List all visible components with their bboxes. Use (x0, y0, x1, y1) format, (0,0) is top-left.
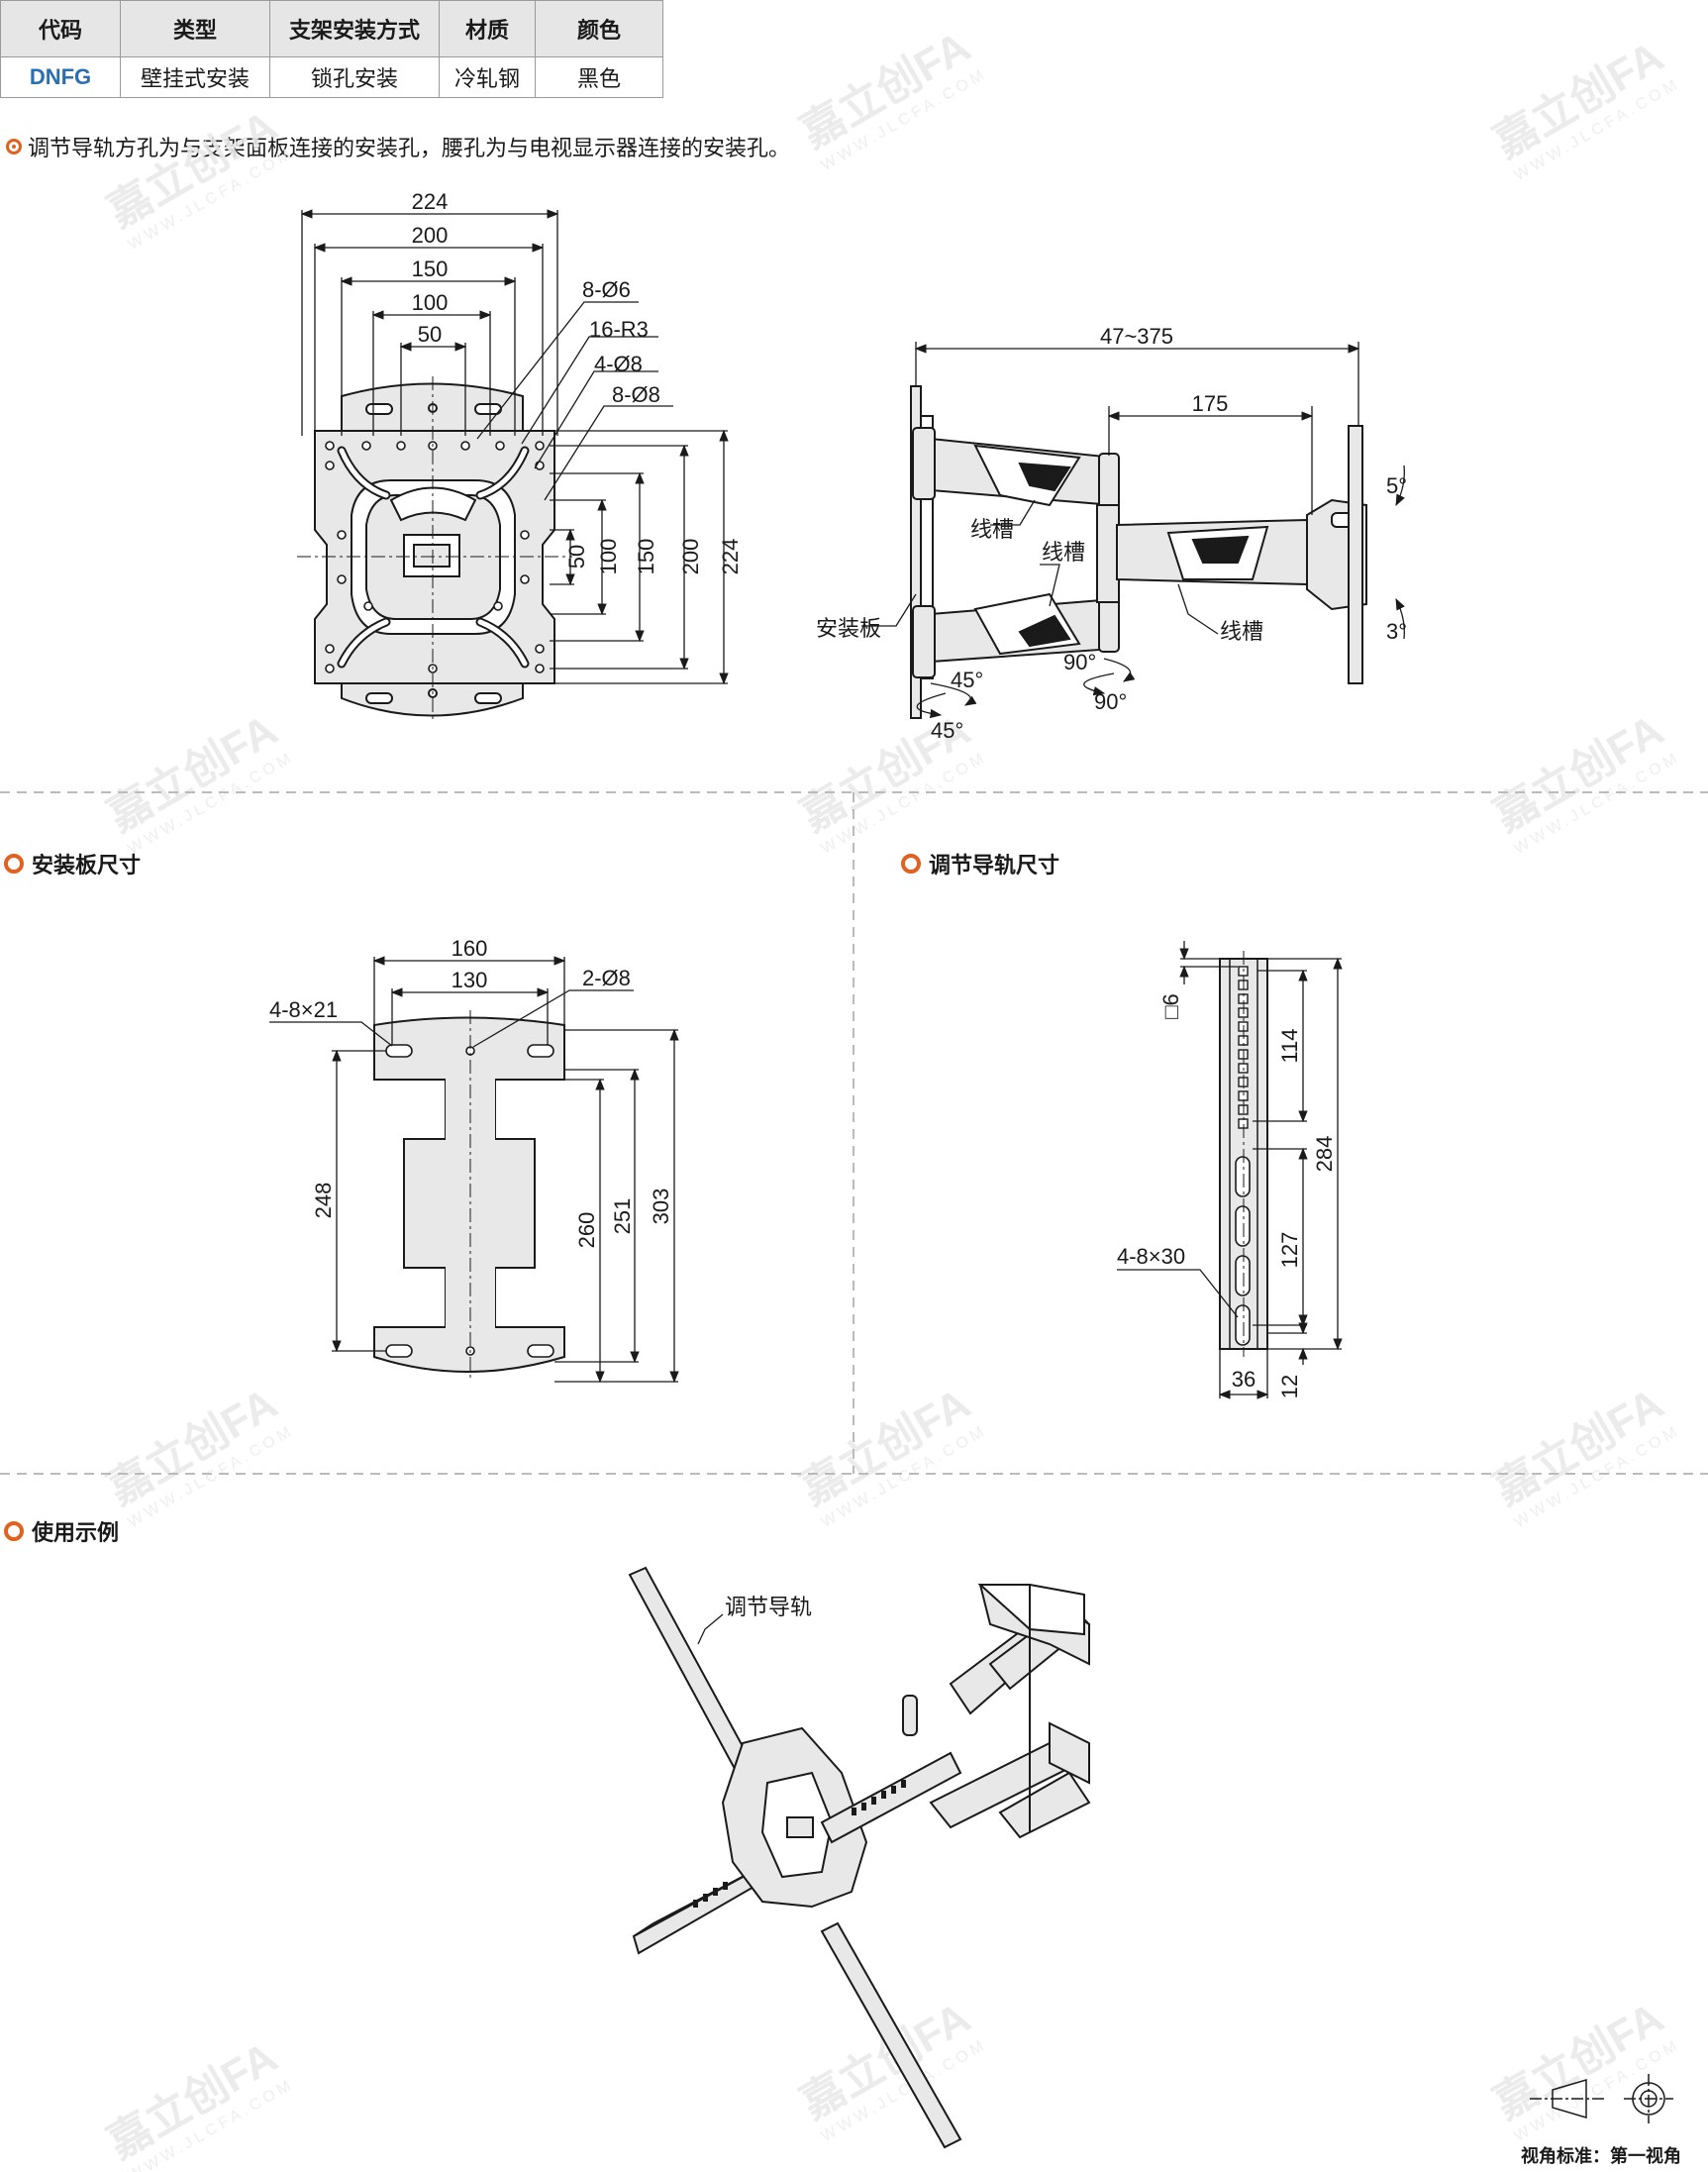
dim-224: 224 (412, 189, 449, 214)
install-note: 调节导轨方孔为与支架面板连接的安装孔，腰孔为与电视显示器连接的安装孔。 (6, 131, 790, 162)
dim-47-375: 47~375 (1100, 324, 1173, 349)
spec-table: 代码 类型 支架安装方式 材质 颜色 DNFG 壁挂式安装 锁孔安装 冷轧钢 黑… (0, 0, 663, 98)
front-view (297, 376, 572, 723)
section-usage: 使用示例 (4, 1515, 119, 1547)
header-color: 颜色 (535, 0, 663, 57)
bullet-icon (4, 1521, 24, 1541)
cell-material: 冷轧钢 (439, 56, 536, 98)
section-usage-title: 使用示例 (32, 1520, 120, 1545)
rail-view (1219, 951, 1268, 1357)
dim-v-150: 150 (634, 539, 658, 575)
callout-8-d8: 8-Ø8 (612, 382, 660, 407)
section-rail: 调节导轨尺寸 (901, 848, 1059, 879)
view-standard: 视角标准：第一视角 (1521, 2146, 1681, 2166)
front-view-labels: 224 200 150 100 50 50 100 150 200 224 8-… (412, 189, 743, 574)
front-view-dims (300, 209, 729, 685)
swivel-angle-3: 90° (1063, 650, 1096, 674)
plate-view (373, 1010, 565, 1382)
label-mount-plate: 安装板 (816, 616, 881, 641)
section-mount-plate-title: 安装板尺寸 (32, 853, 142, 878)
usage-view-labels: 调节导轨 (697, 1595, 812, 1645)
rail-view-dims (1117, 941, 1343, 1399)
dim-260: 260 (574, 1212, 599, 1249)
dim-175: 175 (1192, 391, 1229, 416)
plate-view-dims (269, 956, 679, 1384)
cell-code: DNFG (0, 56, 121, 98)
label-cable-groove-1: 线槽 (970, 517, 1014, 542)
dim-200: 200 (412, 223, 449, 248)
callout-16-r3: 16-R3 (589, 317, 649, 342)
callout-4-8x21: 4-8×21 (269, 997, 338, 1022)
dim-284: 284 (1312, 1136, 1337, 1173)
cell-install: 锁孔安装 (269, 56, 440, 98)
tilt-down-angle: 3° (1386, 619, 1407, 644)
label-cable-groove-3: 线槽 (1220, 619, 1263, 644)
usage-view (628, 1566, 1091, 2149)
dim-130: 130 (452, 968, 488, 992)
dim-114: 114 (1277, 1028, 1302, 1063)
dim-v-224: 224 (718, 539, 743, 575)
section-mount-plate: 安装板尺寸 (4, 848, 141, 879)
note-text: 调节导轨方孔为与支架面板连接的安装孔，腰孔为与电视显示器连接的安装孔。 (28, 136, 791, 160)
side-view (910, 385, 1367, 719)
tilt-up-angle: 5° (1386, 473, 1407, 498)
side-view-dims (861, 342, 1405, 719)
label-adjust-rail: 调节导轨 (725, 1595, 812, 1619)
side-view-labels: 47~375 175 5° 3° 45° 45° 90° 90° 线槽 线槽 线… (816, 324, 1407, 743)
first-angle-projection-icon (1530, 2074, 1673, 2123)
dim-251: 251 (610, 1198, 635, 1235)
dim-150: 150 (412, 257, 449, 281)
header-material: 材质 (439, 0, 536, 57)
rail-slots (1235, 1156, 1251, 1346)
dim-v-50: 50 (564, 545, 589, 569)
dim-12: 12 (1277, 1375, 1302, 1398)
callout-8-d6: 8-Ø6 (582, 277, 631, 302)
dim-248: 248 (311, 1183, 336, 1219)
section-rail-title: 调节导轨尺寸 (929, 853, 1060, 878)
label-cable-groove-2: 线槽 (1042, 540, 1085, 565)
swivel-angle-1: 45° (951, 668, 983, 692)
swivel-angle-2: 45° (931, 718, 963, 743)
square-hole-size: □6 (1158, 993, 1183, 1019)
dim-36: 36 (1232, 1367, 1256, 1392)
dim-v-200: 200 (678, 539, 703, 575)
swivel-angle-4: 90° (1094, 689, 1127, 714)
bullet-icon (6, 139, 22, 155)
dim-v-100: 100 (596, 539, 621, 575)
bullet-icon (4, 854, 24, 874)
callout-2-d8: 2-Ø8 (582, 966, 631, 990)
rail-view-labels: □6 114 284 127 4-8×30 36 12 (1117, 993, 1337, 1398)
callout-4-d8: 4-Ø8 (594, 352, 643, 376)
header-code: 代码 (0, 0, 121, 57)
dim-160: 160 (452, 936, 488, 961)
dim-100: 100 (412, 290, 449, 315)
callout-4-8x30: 4-8×30 (1117, 1244, 1185, 1269)
plate-view-labels: 160 130 4-8×21 2-Ø8 248 260 251 303 (269, 936, 673, 1248)
cell-color: 黑色 (535, 56, 663, 98)
dim-303: 303 (649, 1189, 673, 1225)
bullet-icon (901, 854, 921, 874)
dim-127: 127 (1277, 1232, 1302, 1269)
dim-50: 50 (418, 322, 442, 347)
cell-type: 壁挂式安装 (120, 56, 270, 98)
